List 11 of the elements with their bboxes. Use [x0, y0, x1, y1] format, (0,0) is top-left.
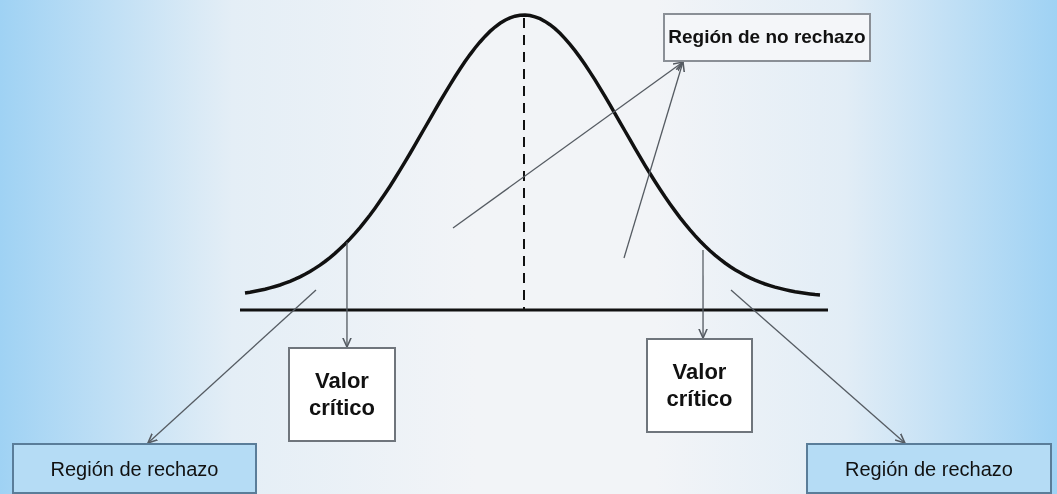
label-box: Valor crítico [646, 338, 753, 433]
label-box: Región de rechazo [806, 443, 1052, 494]
arrow [698, 249, 708, 339]
label-box: Valor crítico [288, 347, 396, 442]
arrow [623, 61, 686, 259]
arrow [147, 289, 317, 444]
label-box: Región de no rechazo [663, 13, 871, 62]
arrow [730, 289, 906, 444]
arrow [452, 61, 684, 229]
label-box: Región de rechazo [12, 443, 257, 494]
arrow [342, 241, 352, 348]
